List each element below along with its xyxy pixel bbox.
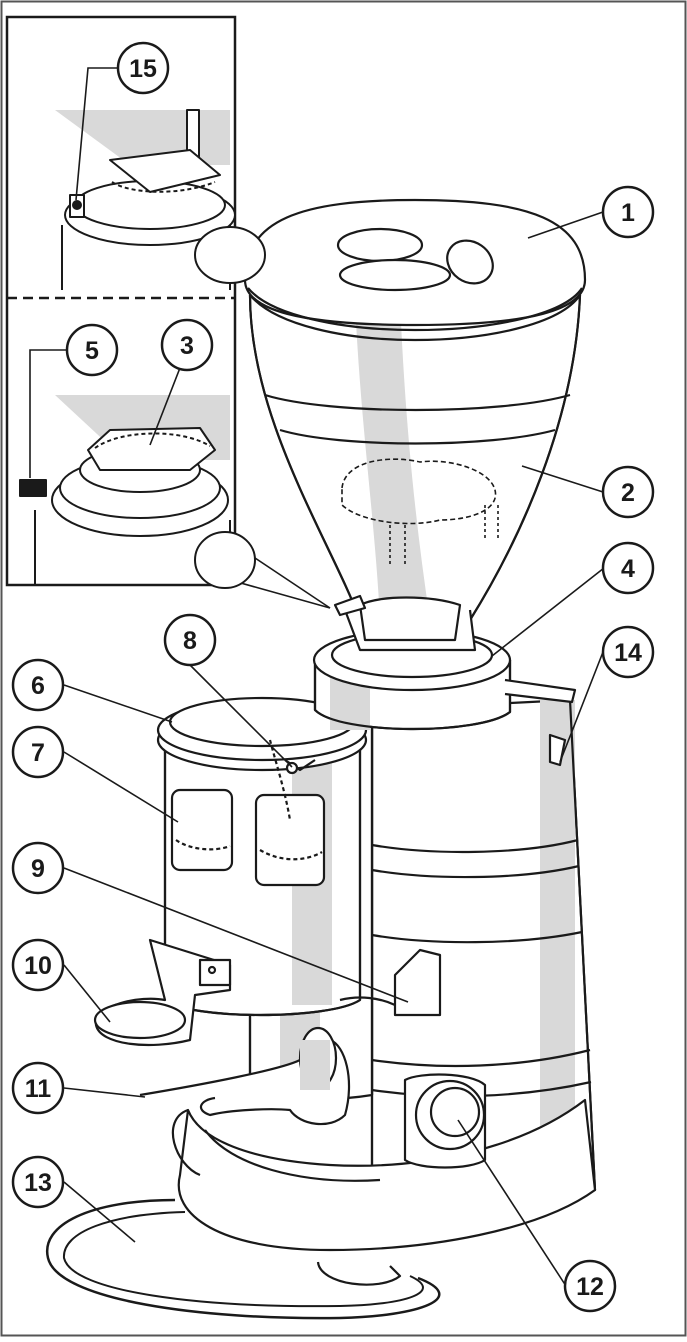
base-ring <box>45 1198 441 1320</box>
callout-number-10: 10 <box>24 952 52 980</box>
callout-3: 3 <box>160 318 214 372</box>
callout-circle-10 <box>11 938 65 992</box>
callout-2: 2 <box>601 465 655 519</box>
callout-circle-3 <box>160 318 214 372</box>
callout-number-15: 15 <box>129 55 157 83</box>
callout-number-5: 5 <box>85 337 99 365</box>
callout-circle-7 <box>11 725 65 779</box>
callout-10: 10 <box>11 938 65 992</box>
callout-6: 6 <box>11 658 65 712</box>
callout-14: 14 <box>601 625 655 679</box>
fork <box>139 1038 351 1126</box>
callout-circle-14 <box>601 625 655 679</box>
callout-circle-8 <box>163 613 217 667</box>
callout-number-11: 11 <box>25 1075 52 1103</box>
callout-circle-9 <box>11 841 65 895</box>
callout-number-9: 9 <box>31 855 45 883</box>
callout-number-12: 12 <box>576 1273 604 1301</box>
callout-11: 11 <box>11 1061 65 1115</box>
callout-number-1: 1 <box>621 199 635 227</box>
callout-5: 5 <box>65 323 119 377</box>
callout-4: 4 <box>601 541 655 595</box>
callout-9: 9 <box>11 841 65 895</box>
grinder-illustration <box>45 198 597 1320</box>
callout-circle-5 <box>65 323 119 377</box>
callout-circle-1 <box>601 185 655 239</box>
callout-circle-13 <box>11 1155 65 1209</box>
callout-circle-4 <box>601 541 655 595</box>
machine-base <box>177 1098 597 1252</box>
callout-8: 8 <box>163 613 217 667</box>
callout-1: 1 <box>601 185 655 239</box>
callout-number-14: 14 <box>614 639 642 667</box>
callout-circle-6 <box>11 658 65 712</box>
callout-number-2: 2 <box>621 479 635 507</box>
callout-number-7: 7 <box>31 739 45 767</box>
callout-circle-11 <box>11 1061 65 1115</box>
callout-15: 15 <box>116 41 170 95</box>
callout-number-4: 4 <box>621 555 635 583</box>
callout-circle-15 <box>116 41 170 95</box>
callout-number-8: 8 <box>183 627 197 655</box>
callout-12: 12 <box>563 1259 617 1313</box>
detail-inset <box>5 15 266 589</box>
callout-circle-2 <box>601 465 655 519</box>
callout-13: 13 <box>11 1155 65 1209</box>
callout-number-6: 6 <box>31 672 45 700</box>
callout-number-3: 3 <box>180 332 194 360</box>
callout-7: 7 <box>11 725 65 779</box>
dosing-lever <box>393 948 442 1017</box>
callout-number-13: 13 <box>24 1169 52 1197</box>
callout-circle-12 <box>563 1259 617 1313</box>
